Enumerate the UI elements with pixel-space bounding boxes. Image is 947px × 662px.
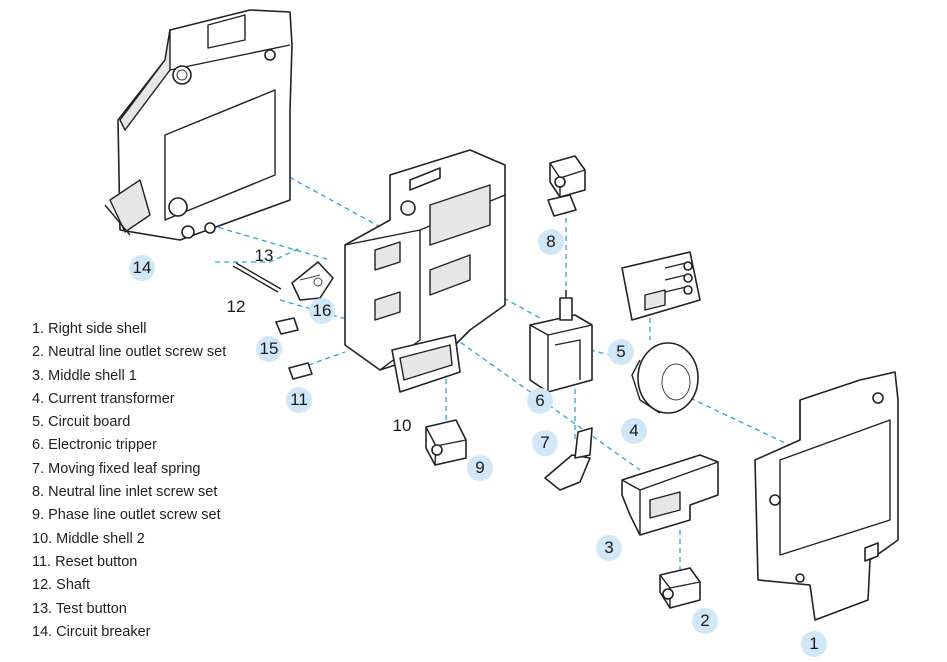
legend-item: 14. Circuit breaker [32, 623, 151, 640]
legend-item: 12. Shaft [32, 577, 91, 594]
callout-6: 6 [527, 388, 553, 414]
circuit-board-part [621, 251, 701, 321]
neutral-outlet-screw-set-part [659, 567, 701, 609]
neutral-inlet-screw-set-part [547, 155, 586, 217]
callout-5: 5 [608, 339, 634, 365]
callout-1: 1 [801, 631, 827, 657]
test-button-part [291, 261, 334, 301]
legend-item: 5. Circuit board [32, 414, 131, 431]
leaf-spring-part [544, 427, 593, 491]
callout-12: 12 [226, 297, 246, 316]
callout-3: 3 [596, 535, 622, 561]
legend-item: 6. Electronic tripper [32, 437, 157, 454]
middle-shell-part [344, 149, 506, 371]
legend-item: 11. Reset button [32, 553, 138, 570]
legend-item: 9. Phase line outlet screw set [32, 507, 221, 524]
contact-bracket-part [621, 454, 719, 536]
callout-10: 10 [392, 416, 412, 435]
callout-4: 4 [621, 418, 647, 444]
reset-button-part [288, 362, 313, 380]
phase-outlet-screw-set-part [425, 419, 467, 466]
callout-16: 16 [309, 298, 335, 324]
shaft-part [232, 262, 282, 293]
legend-item: 3. Middle shell 1 [32, 367, 137, 384]
electronic-tripper-part [529, 290, 593, 393]
right-side-shell-part [754, 371, 899, 621]
callout-14: 14 [129, 255, 155, 281]
reset-button-small-part [275, 317, 299, 335]
legend-item: 1. Right side shell [32, 321, 147, 337]
callout-15: 15 [256, 336, 282, 362]
legend-item: 10. Middle shell 2 [32, 530, 145, 547]
callout-8: 8 [538, 229, 564, 255]
callout-7: 7 [532, 430, 558, 456]
legend-item: 7. Moving fixed leaf spring [32, 460, 201, 477]
callout-2: 2 [692, 608, 718, 634]
circuit-breaker-part [104, 9, 293, 241]
parts-legend: 1. Right side shell 2. Neutral line outl… [32, 318, 226, 644]
middle-shell-2-part [391, 334, 461, 393]
legend-item: 4. Current transformer [32, 390, 175, 407]
callout-9: 9 [467, 455, 493, 481]
legend-item: 2. Neutral line outlet screw set [32, 344, 227, 361]
legend-item: 8. Neutral line inlet screw set [32, 484, 218, 501]
callout-13: 13 [254, 246, 274, 265]
callout-11: 11 [286, 387, 312, 413]
legend-item: 13. Test button [32, 600, 127, 617]
current-transformer-part [631, 342, 699, 414]
